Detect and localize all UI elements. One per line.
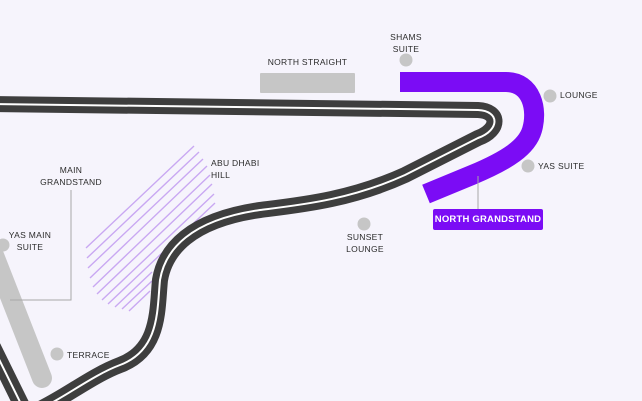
track-segment-southwest-center-line <box>0 358 21 401</box>
abu-dhabi-hill-area[interactable] <box>85 145 216 312</box>
sunset-lounge-marker[interactable] <box>357 217 371 231</box>
lounge-label: LOUNGE <box>560 90 598 100</box>
north-grandstand-badge[interactable]: NORTH GRANDSTAND <box>433 209 543 230</box>
north-grandstand-shape[interactable] <box>400 72 545 204</box>
lounge-marker[interactable] <box>543 89 557 103</box>
shams-suite-marker[interactable] <box>399 53 413 67</box>
north-straight-block[interactable] <box>260 73 355 93</box>
sunset-lounge-label: SUNSET LOUNGE <box>346 232 384 254</box>
main-grandstand-label: MAIN GRANDSTAND <box>40 165 102 187</box>
track-center-line <box>0 103 496 401</box>
main-grandstand-block[interactable] <box>0 240 52 388</box>
terrace-label: TERRACE <box>67 350 110 360</box>
abu-dhabi-hill-label: ABU DHABI HILL <box>211 158 260 180</box>
track-segment-southwest <box>0 343 29 401</box>
main-grandstand-leader-line <box>10 190 72 301</box>
north-straight-label: NORTH STRAIGHT <box>267 57 348 67</box>
yas-suite-label: YAS SUITE <box>538 161 585 171</box>
yas-main-suite-marker[interactable] <box>0 238 10 252</box>
yas-main-suite-label: YAS MAIN SUITE <box>8 230 52 252</box>
shams-suite-label: SHAMS SUITE <box>390 32 422 54</box>
yas-suite-marker[interactable] <box>521 159 535 173</box>
terrace-marker[interactable] <box>50 347 64 361</box>
